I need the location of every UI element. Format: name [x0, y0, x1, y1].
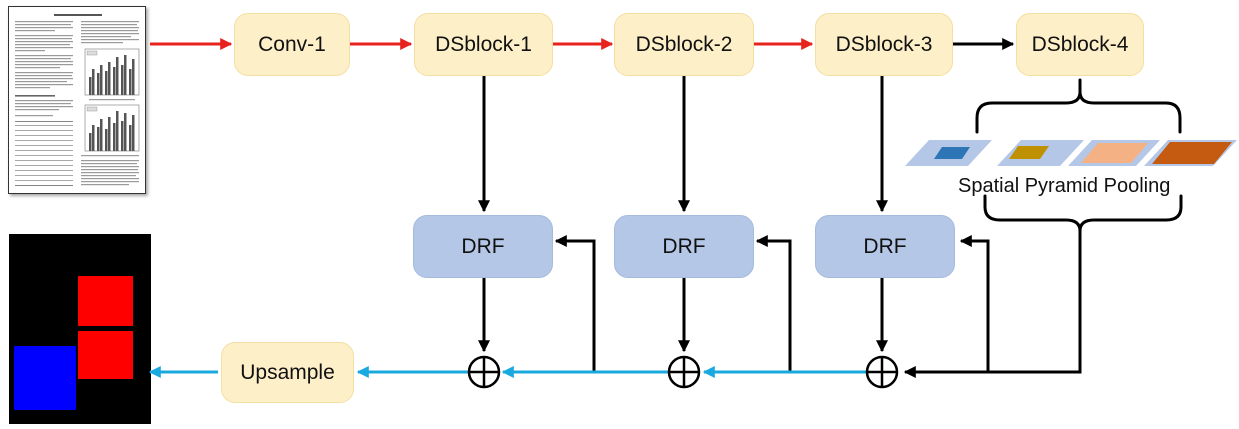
arrow-spp-to-sum3	[903, 231, 1082, 378]
spp-levels	[905, 140, 1237, 166]
drf-block-3: DRF	[815, 215, 955, 278]
arrow-sum3-to-drf2	[755, 235, 792, 372]
mask-region-blue	[14, 346, 76, 410]
spp-top-brace	[975, 78, 1182, 134]
output-segmentation-mask	[9, 234, 151, 424]
drf-block-2: DRF	[614, 215, 754, 278]
conv1-block: Conv-1	[234, 13, 350, 76]
spp-level-1-cell	[934, 147, 970, 159]
arrow-sum2-to-drf1	[554, 235, 596, 372]
dsblock1: DSblock-1	[414, 13, 553, 76]
spp-level-2-cell	[1009, 146, 1049, 159]
document-page-image	[9, 7, 145, 193]
sum-node-3	[865, 355, 899, 389]
sum-node-1	[467, 355, 501, 389]
dsblock2: DSblock-2	[614, 13, 754, 76]
spp-level-4-cell	[1152, 142, 1232, 164]
sum-node-2	[667, 355, 701, 389]
upsample-block: Upsample	[221, 342, 354, 403]
drf-block-1: DRF	[413, 215, 553, 278]
spp-level-3-cell	[1081, 143, 1148, 163]
arrow-spp-to-drf3	[959, 235, 990, 372]
dsblock3: DSblock-3	[815, 13, 953, 76]
spp-label: Spatial Pyramid Pooling	[958, 175, 1171, 197]
mask-image	[9, 234, 151, 424]
dsblock4: DSblock-4	[1016, 13, 1144, 76]
mask-region-red-top	[78, 276, 133, 326]
input-document-thumbnail	[8, 6, 146, 194]
mask-region-red-bottom	[78, 331, 133, 379]
spp-bottom-brace	[983, 194, 1183, 233]
